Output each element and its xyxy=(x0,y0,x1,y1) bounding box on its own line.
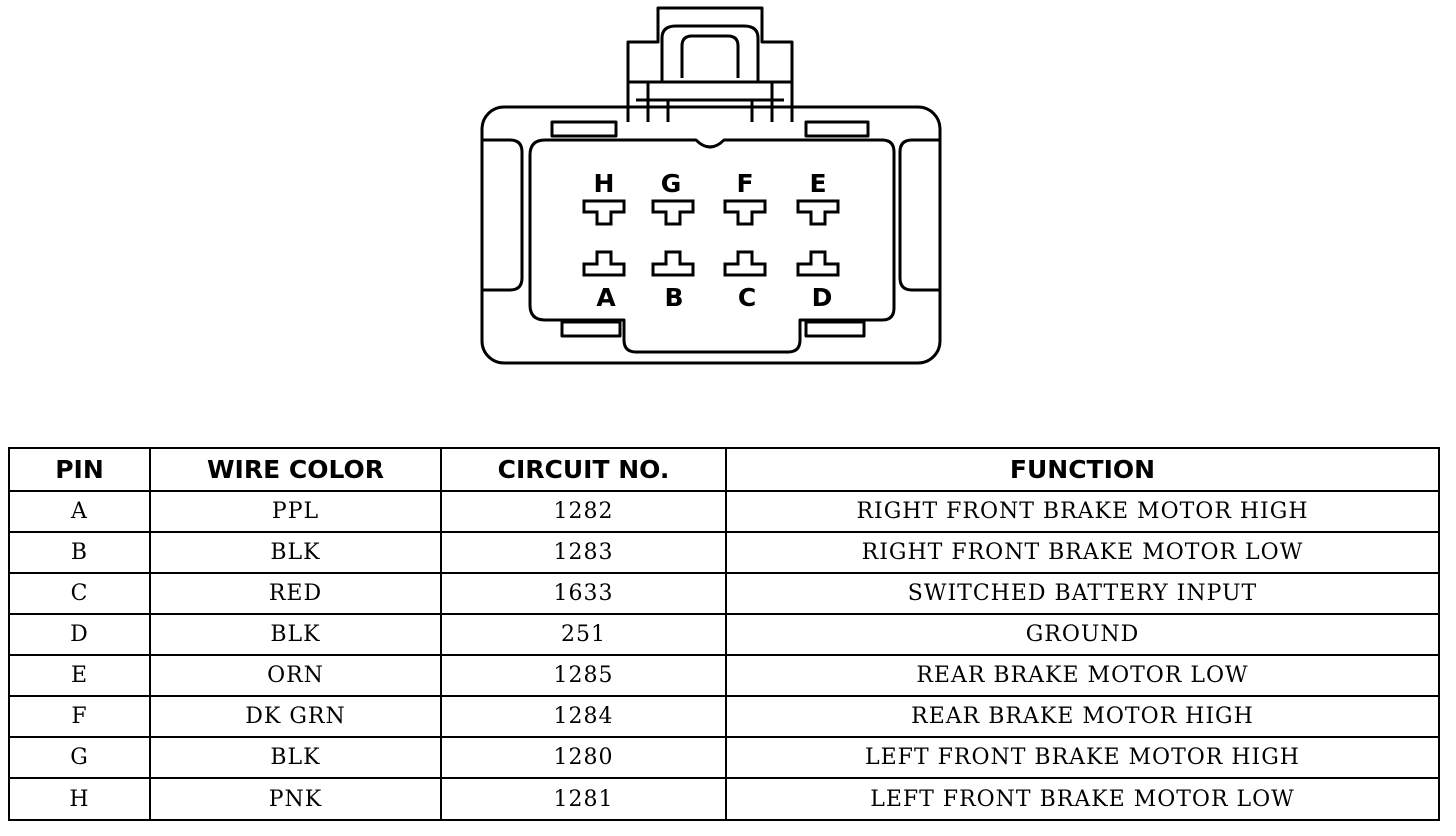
pin-label-E: E xyxy=(809,169,826,198)
table-row: F DK GRN 1284 REAR BRAKE MOTOR HIGH xyxy=(8,695,1440,738)
cell-circuit-no: 1285 xyxy=(440,654,727,697)
pin-label-F: F xyxy=(736,169,753,198)
lock-tab xyxy=(626,6,794,122)
cell-function: GROUND xyxy=(725,613,1440,656)
header-wire-color: WIRE COLOR xyxy=(149,447,442,492)
cell-pin: B xyxy=(8,531,151,574)
table-row: H PNK 1281 LEFT FRONT BRAKE MOTOR LOW xyxy=(8,777,1440,821)
cell-function: RIGHT FRONT BRAKE MOTOR HIGH xyxy=(725,490,1440,533)
terminal-G xyxy=(651,199,695,226)
cell-pin: D xyxy=(8,613,151,656)
cell-circuit-no: 1281 xyxy=(440,777,727,821)
header-circuit-no: CIRCUIT NO. xyxy=(440,447,727,492)
table-row: A PPL 1282 RIGHT FRONT BRAKE MOTOR HIGH xyxy=(8,490,1440,533)
cell-function: REAR BRAKE MOTOR HIGH xyxy=(725,695,1440,738)
cell-wire-color: RED xyxy=(149,572,442,615)
pin-label-C: C xyxy=(738,283,756,312)
cell-function: REAR BRAKE MOTOR LOW xyxy=(725,654,1440,697)
table-row: D BLK 251 GROUND xyxy=(8,613,1440,656)
cell-circuit-no: 251 xyxy=(440,613,727,656)
pin-label-A: A xyxy=(596,283,616,312)
cell-function: LEFT FRONT BRAKE MOTOR HIGH xyxy=(725,736,1440,779)
cell-circuit-no: 1282 xyxy=(440,490,727,533)
table-row: B BLK 1283 RIGHT FRONT BRAKE MOTOR LOW xyxy=(8,531,1440,574)
table-row: G BLK 1280 LEFT FRONT BRAKE MOTOR HIGH xyxy=(8,736,1440,779)
cell-wire-color: PPL xyxy=(149,490,442,533)
pin-function-table: PIN WIRE COLOR CIRCUIT NO. FUNCTION A PP… xyxy=(8,447,1440,821)
cell-pin: E xyxy=(8,654,151,697)
terminal-C xyxy=(723,250,767,277)
cell-function: RIGHT FRONT BRAKE MOTOR LOW xyxy=(725,531,1440,574)
cell-function: LEFT FRONT BRAKE MOTOR LOW xyxy=(725,777,1440,821)
cell-circuit-no: 1284 xyxy=(440,695,727,738)
pin-label-G: G xyxy=(661,169,682,198)
cell-circuit-no: 1280 xyxy=(440,736,727,779)
table-header-row: PIN WIRE COLOR CIRCUIT NO. FUNCTION xyxy=(8,447,1440,492)
cell-pin: F xyxy=(8,695,151,738)
table-row: E ORN 1285 REAR BRAKE MOTOR LOW xyxy=(8,654,1440,697)
terminal-E xyxy=(796,199,840,226)
terminal-D xyxy=(796,250,840,277)
header-pin: PIN xyxy=(8,447,151,492)
cell-circuit-no: 1633 xyxy=(440,572,727,615)
terminal-A xyxy=(582,250,626,277)
cell-pin: C xyxy=(8,572,151,615)
pin-cavity xyxy=(528,138,896,354)
terminal-F xyxy=(723,199,767,226)
cell-wire-color: BLK xyxy=(149,531,442,574)
cell-wire-color: PNK xyxy=(149,777,442,821)
pin-label-B: B xyxy=(664,283,683,312)
cell-wire-color: ORN xyxy=(149,654,442,697)
cell-wire-color: BLK xyxy=(149,736,442,779)
terminal-B xyxy=(651,250,695,277)
connector-face-diagram: H G F E A B C D xyxy=(480,6,942,365)
cell-pin: A xyxy=(8,490,151,533)
header-function: FUNCTION xyxy=(725,447,1440,492)
cell-wire-color: BLK xyxy=(149,613,442,656)
cell-function: SWITCHED BATTERY INPUT xyxy=(725,572,1440,615)
cell-pin: G xyxy=(8,736,151,779)
cell-wire-color: DK GRN xyxy=(149,695,442,738)
terminal-H xyxy=(582,199,626,226)
pin-label-D: D xyxy=(812,283,833,312)
cell-circuit-no: 1283 xyxy=(440,531,727,574)
connector-housing xyxy=(480,105,942,365)
table-row: C RED 1633 SWITCHED BATTERY INPUT xyxy=(8,572,1440,615)
cell-pin: H xyxy=(8,777,151,821)
pin-label-H: H xyxy=(594,169,615,198)
